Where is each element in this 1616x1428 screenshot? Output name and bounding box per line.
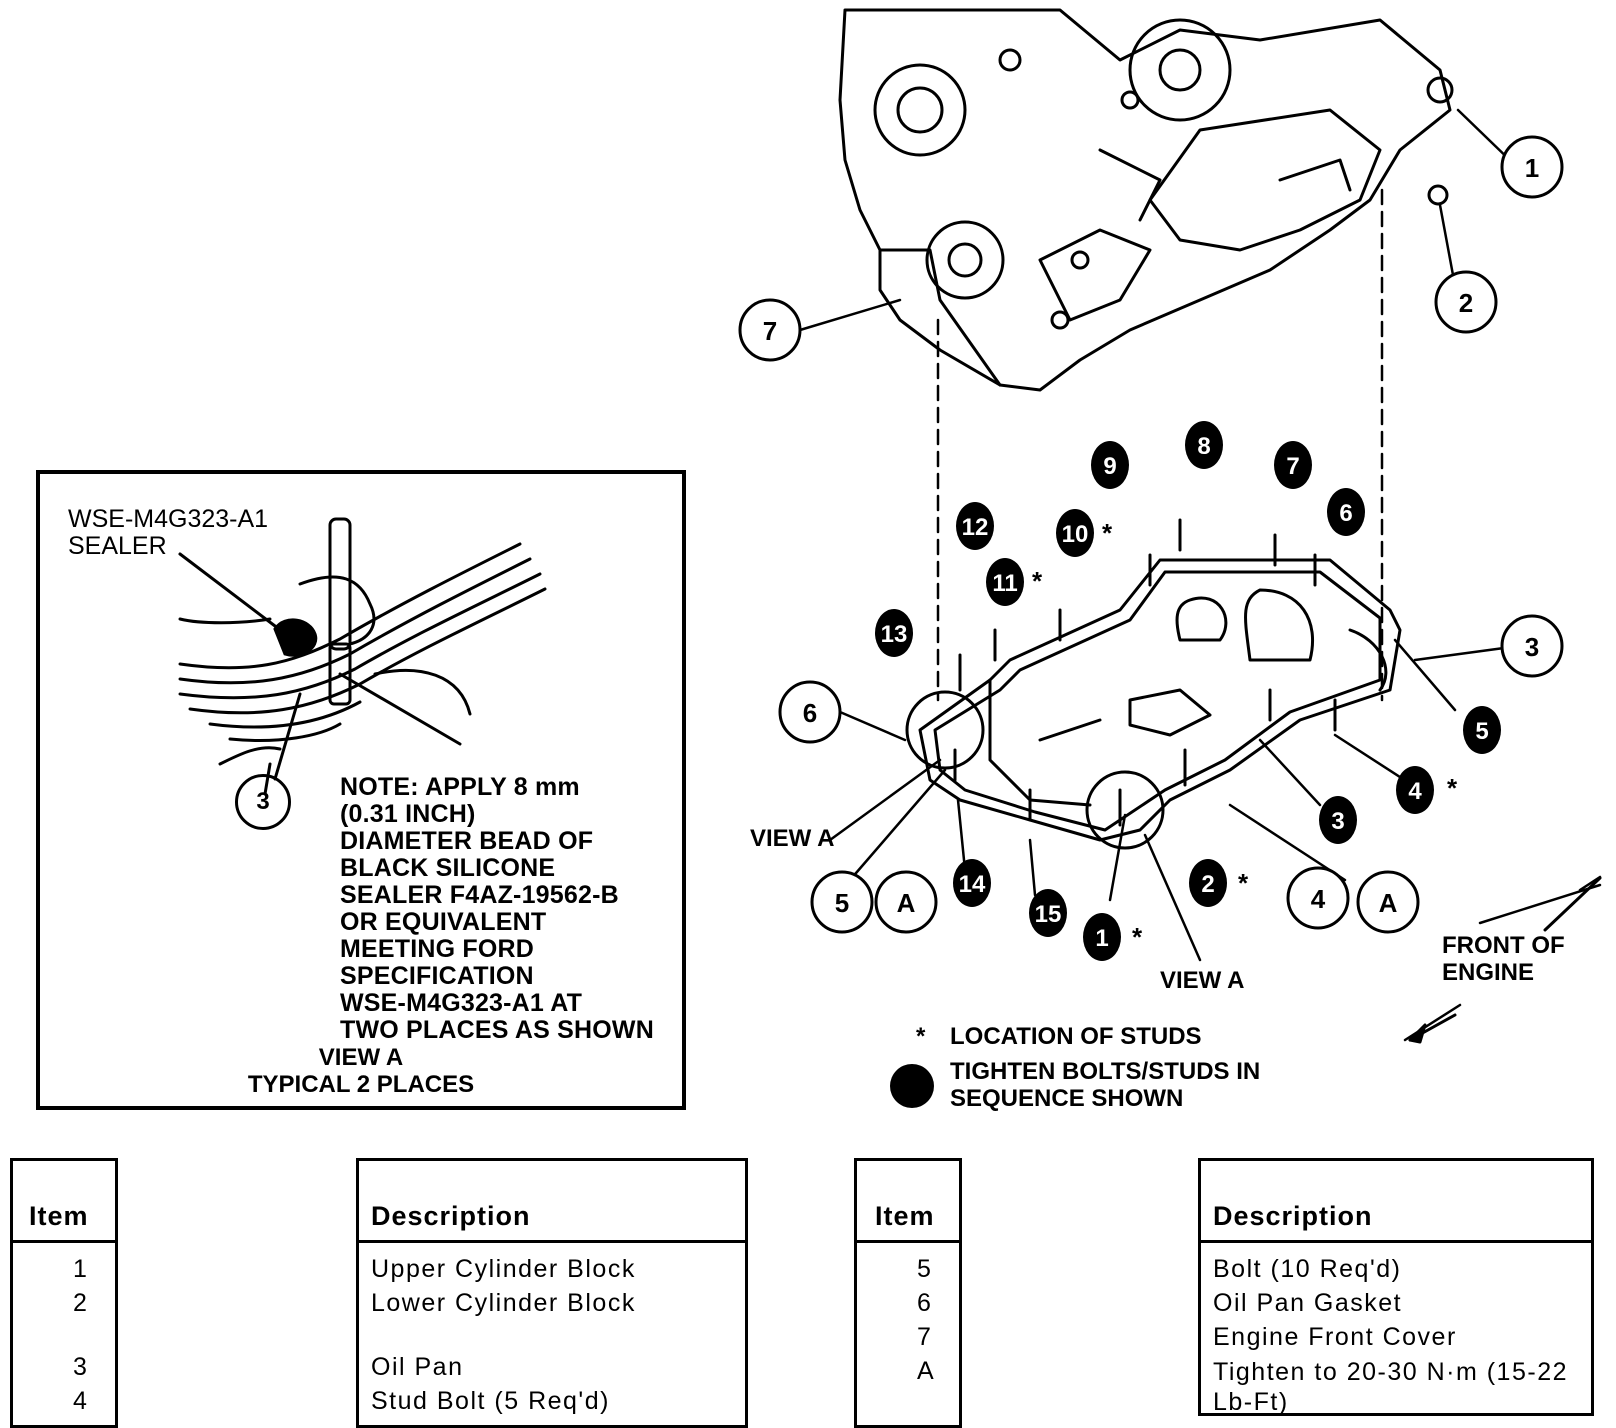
svg-text:5: 5 bbox=[835, 888, 849, 918]
sequence-markers: 1 2 3 4 5 6 7 8 9 10 11 12 13 14 15 bbox=[875, 421, 1501, 961]
item-cell: 3 bbox=[73, 1353, 89, 1381]
svg-text:3: 3 bbox=[1525, 632, 1539, 662]
seq-7: 7 bbox=[1274, 441, 1312, 489]
seq-12: 12 bbox=[956, 502, 994, 550]
oil-pan-drawing bbox=[918, 558, 1402, 842]
svg-text:2: 2 bbox=[1459, 288, 1473, 318]
legend-studs-text: LOCATION OF STUDS bbox=[950, 1023, 1202, 1050]
callout-1: 1 bbox=[1500, 135, 1564, 199]
svg-text:5: 5 bbox=[1475, 718, 1488, 745]
description-header: Description bbox=[1213, 1201, 1373, 1231]
description-header: Description bbox=[371, 1201, 531, 1231]
seq-14: 14 bbox=[953, 859, 991, 907]
item-cell: 4 bbox=[73, 1387, 89, 1415]
seq-11: 11 bbox=[986, 558, 1024, 606]
callout-3: 3 bbox=[1500, 614, 1564, 678]
seq-10: 10 bbox=[1056, 509, 1094, 557]
sealer-note: NOTE: APPLY 8 mm (0.31 INCH) DIAMETER BE… bbox=[340, 773, 654, 1044]
seq-6: 6 bbox=[1327, 488, 1365, 536]
svg-text:8: 8 bbox=[1197, 433, 1210, 460]
alignment-lines bbox=[936, 188, 1384, 702]
svg-text:14: 14 bbox=[959, 871, 986, 898]
svg-text:*: * bbox=[1238, 868, 1249, 898]
engine-block-drawing bbox=[838, 8, 1454, 392]
item-cell: 7 bbox=[917, 1323, 933, 1351]
view-a-label-bottom: VIEW A bbox=[1160, 967, 1245, 994]
description-cell: Oil Pan Gasket bbox=[1213, 1289, 1403, 1317]
description-cell: Oil Pan bbox=[371, 1353, 464, 1381]
view-a-drawing bbox=[178, 517, 547, 796]
callout-7: 7 bbox=[738, 298, 802, 362]
front-of-engine-label: FRONT OF ENGINE bbox=[1442, 932, 1565, 986]
callout-5: 5 bbox=[810, 870, 874, 934]
description-cell: Engine Front Cover bbox=[1213, 1323, 1457, 1351]
svg-text:1: 1 bbox=[1095, 925, 1108, 952]
svg-text:6: 6 bbox=[1339, 500, 1352, 527]
item-cell: 5 bbox=[917, 1255, 933, 1283]
view-a-detail-box: WSE-M4G323-A1 SEALER 3 NOTE: APPLY 8 mm … bbox=[36, 470, 686, 1110]
svg-text:7: 7 bbox=[763, 316, 777, 346]
svg-text:A: A bbox=[1379, 888, 1398, 918]
detail-callout-3: 3 bbox=[235, 774, 291, 830]
callout-2: 2 bbox=[1434, 270, 1498, 334]
svg-text:4: 4 bbox=[1311, 884, 1326, 914]
seq-15: 15 bbox=[1029, 889, 1067, 937]
callout-6: 6 bbox=[778, 680, 842, 744]
view-a-label-left: VIEW A bbox=[750, 825, 835, 852]
callout-A-right: A bbox=[1356, 870, 1420, 934]
description-cell: Upper Cylinder Block bbox=[371, 1255, 636, 1283]
svg-text:7: 7 bbox=[1286, 453, 1299, 480]
left-description-table: Description Upper Cylinder Block Lower C… bbox=[356, 1158, 748, 1428]
svg-text:4: 4 bbox=[1408, 778, 1422, 805]
svg-text:10: 10 bbox=[1062, 521, 1089, 548]
seq-1: 1 bbox=[1083, 913, 1121, 961]
description-cell: Lower Cylinder Block bbox=[371, 1289, 636, 1317]
seq-3: 3 bbox=[1319, 796, 1357, 844]
legend-sequence-text: TIGHTEN BOLTS/STUDS IN SEQUENCE SHOWN bbox=[950, 1058, 1261, 1112]
seq-5: 5 bbox=[1463, 706, 1501, 754]
svg-text:*: * bbox=[1447, 773, 1458, 803]
svg-text:*: * bbox=[1032, 566, 1043, 596]
right-item-table: Item 5 6 7 A bbox=[854, 1158, 962, 1428]
description-cell: Tighten to 20-30 N·m (15-22 Lb-Ft) bbox=[1213, 1358, 1569, 1416]
svg-text:12: 12 bbox=[962, 514, 989, 541]
callout-A-left: A bbox=[874, 870, 938, 934]
seq-13: 13 bbox=[875, 609, 913, 657]
legend-asterisk: * bbox=[916, 1023, 926, 1050]
legend-dot bbox=[890, 1064, 934, 1108]
seq-2: 2 bbox=[1189, 859, 1227, 907]
item-cell: 1 bbox=[73, 1255, 89, 1283]
description-cell: Bolt (10 Req'd) bbox=[1213, 1255, 1402, 1283]
sealer-label: WSE-M4G323-A1 SEALER bbox=[68, 505, 269, 560]
view-a-caption: VIEW A TYPICAL 2 PLACES bbox=[247, 1044, 475, 1098]
item-cell: A bbox=[917, 1357, 936, 1385]
svg-text:11: 11 bbox=[992, 570, 1017, 597]
svg-text:3: 3 bbox=[1331, 808, 1344, 835]
left-item-table: Item 1 2 3 4 bbox=[10, 1158, 118, 1428]
item-header: Item bbox=[875, 1201, 935, 1231]
seq-8: 8 bbox=[1185, 421, 1223, 469]
seq-9: 9 bbox=[1091, 441, 1129, 489]
callout-circles: 1 2 7 3 6 5 A 4 A bbox=[738, 135, 1564, 934]
description-cell: Stud Bolt (5 Req'd) bbox=[371, 1387, 610, 1415]
stud-asterisks: * * * * * bbox=[1032, 518, 1458, 952]
svg-text:2: 2 bbox=[1201, 871, 1214, 898]
right-description-table: Description Bolt (10 Req'd) Oil Pan Gask… bbox=[1198, 1158, 1594, 1416]
svg-text:*: * bbox=[1132, 922, 1143, 952]
item-header: Item bbox=[29, 1201, 89, 1231]
item-cell: 6 bbox=[917, 1289, 933, 1317]
svg-text:13: 13 bbox=[881, 621, 908, 648]
svg-text:9: 9 bbox=[1103, 453, 1116, 480]
svg-text:6: 6 bbox=[803, 698, 817, 728]
studs bbox=[953, 518, 1337, 827]
svg-text:A: A bbox=[897, 888, 916, 918]
svg-text:*: * bbox=[1102, 518, 1113, 548]
svg-text:15: 15 bbox=[1035, 901, 1062, 928]
callout-4: 4 bbox=[1286, 866, 1350, 930]
svg-text:1: 1 bbox=[1525, 153, 1539, 183]
item-cell: 2 bbox=[73, 1289, 89, 1317]
seq-4: 4 bbox=[1396, 766, 1434, 814]
